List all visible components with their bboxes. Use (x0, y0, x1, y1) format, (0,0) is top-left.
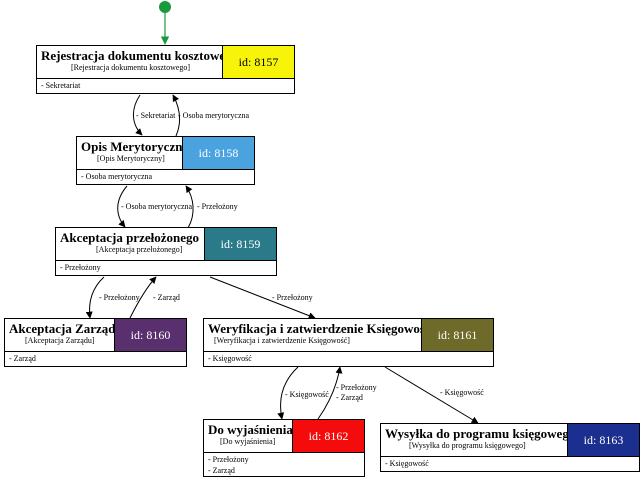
node-8161-id: id: 8161 (421, 319, 493, 351)
node-8162-id: id: 8162 (292, 420, 364, 452)
node-8159-id: id: 8159 (204, 228, 276, 260)
node-8160-roles: - Zarząd (9, 353, 36, 364)
node-8161-title: Weryfikacja i zatwierdzenie Księgowość (208, 321, 431, 336)
edge-label-8159-8161: - Przełożony (272, 293, 313, 302)
node-8161-header: Weryfikacja i zatwierdzenie Księgowość [… (204, 319, 493, 352)
node-8158[interactable]: Opis Merytoryczny [Opis Merytoryczny] id… (76, 136, 255, 185)
node-8163-header: Wysyłka do programu księgowego [Wysyłka … (381, 424, 639, 457)
node-8157-roles: - Sekretariat (41, 80, 80, 91)
role-item: - Przełożony (208, 455, 249, 464)
node-8157[interactable]: Rejestracja dokumentu kosztowego [Rejest… (36, 45, 295, 94)
role-item: - Przełożony (60, 263, 101, 272)
node-8159[interactable]: Akceptacja przełożonego [Akceptacja prze… (55, 227, 277, 276)
edge-8157-8158 (133, 94, 143, 136)
node-8162-title: Do wyjaśnienia (208, 422, 293, 437)
node-8162-subtitle: [Do wyjaśnienia] (220, 437, 276, 446)
role-item: - Osoba merytoryczna (81, 172, 153, 181)
node-8161[interactable]: Weryfikacja i zatwierdzenie Księgowość [… (203, 318, 494, 367)
edge-label-8162-8161-b: - Zarząd (336, 393, 363, 402)
role-item: - Zarząd (208, 466, 235, 475)
node-8161-roles: - Księgowość (208, 353, 252, 364)
edge-label-8159-8158: - Przełożony (197, 202, 238, 211)
role-item: - Zarząd (9, 354, 36, 363)
node-8159-subtitle: [Akceptacja przełożonego] (96, 245, 183, 254)
role-item: - Sekretariat (41, 81, 81, 90)
edge-8161-8163 (384, 366, 479, 424)
edge-8162-8161 (317, 366, 343, 420)
node-8162[interactable]: Do wyjaśnienia [Do wyjaśnienia] id: 8162… (203, 419, 365, 477)
node-8163-title: Wysyłka do programu księgowego (385, 426, 576, 441)
node-8163-subtitle: [Wysyłka do programu księgowego] (409, 441, 526, 450)
role-item: - Księgowość (385, 459, 429, 468)
node-8157-header: Rejestracja dokumentu kosztowego [Rejest… (37, 46, 294, 79)
node-8160-header: Akceptacja Zarządu [Akceptacja Zarządu] … (5, 319, 186, 352)
node-8163[interactable]: Wysyłka do programu księgowego [Wysyłka … (380, 423, 640, 472)
node-8159-header: Akceptacja przełożonego [Akceptacja prze… (56, 228, 276, 261)
edge-8161-8162 (277, 366, 299, 420)
edge-8158-8157 (172, 94, 181, 137)
node-8158-title: Opis Merytoryczny (81, 139, 189, 154)
node-8163-id: id: 8163 (567, 424, 639, 456)
node-8161-subtitle: [Weryfikacja i zatwierdzenie Księgowość] (214, 336, 350, 345)
edge-label-8161-8163: - Księgowość (440, 388, 484, 397)
node-8159-roles: - Przełożony (60, 262, 101, 273)
edge-8159-8158 (185, 185, 194, 229)
node-8160-id: id: 8160 (114, 319, 186, 351)
node-8162-roles: - Przełożony - Zarząd (208, 454, 249, 476)
node-8158-id: id: 8158 (182, 137, 254, 169)
start-node (159, 1, 171, 13)
node-8157-subtitle: [Rejestracja dokumentu kosztowego] (71, 63, 191, 72)
edge-8158-8159 (117, 185, 128, 228)
node-8163-roles: - Księgowość (385, 458, 429, 469)
node-8160[interactable]: Akceptacja Zarządu [Akceptacja Zarządu] … (4, 318, 187, 367)
edge-label-8162-8161-a: - Przełożony (336, 383, 377, 392)
role-item: - Księgowość (208, 354, 252, 363)
node-8158-header: Opis Merytoryczny [Opis Merytoryczny] id… (77, 137, 254, 170)
edge-label-8157-8158: - Sekretariat (136, 111, 176, 120)
edge-8159-8160 (85, 276, 105, 319)
node-8160-subtitle: [Akceptacja Zarządu] (25, 336, 95, 345)
node-8157-id: id: 8157 (222, 46, 294, 78)
edge-label-8158-8159: - Osoba merytoryczna (121, 202, 193, 211)
edge-label-8158-8157: - Osoba merytoryczna (178, 111, 250, 120)
edge-label-8160-8159: - Zarząd (153, 293, 180, 302)
node-8160-title: Akceptacja Zarządu (9, 321, 123, 336)
node-8157-title: Rejestracja dokumentu kosztowego (41, 48, 239, 63)
edge-label-8159-8160: - Przełożony (99, 293, 140, 302)
node-8158-roles: - Osoba merytoryczna (81, 171, 152, 182)
edge-8159-8161 (209, 276, 316, 319)
node-8158-subtitle: [Opis Merytoryczny] (97, 154, 165, 163)
edge-label-8161-8162: - Księgowość (285, 390, 329, 399)
node-8162-header: Do wyjaśnienia [Do wyjaśnienia] id: 8162 (204, 420, 364, 453)
edge-8160-8159 (129, 276, 157, 319)
node-8159-title: Akceptacja przełożonego (60, 230, 199, 245)
